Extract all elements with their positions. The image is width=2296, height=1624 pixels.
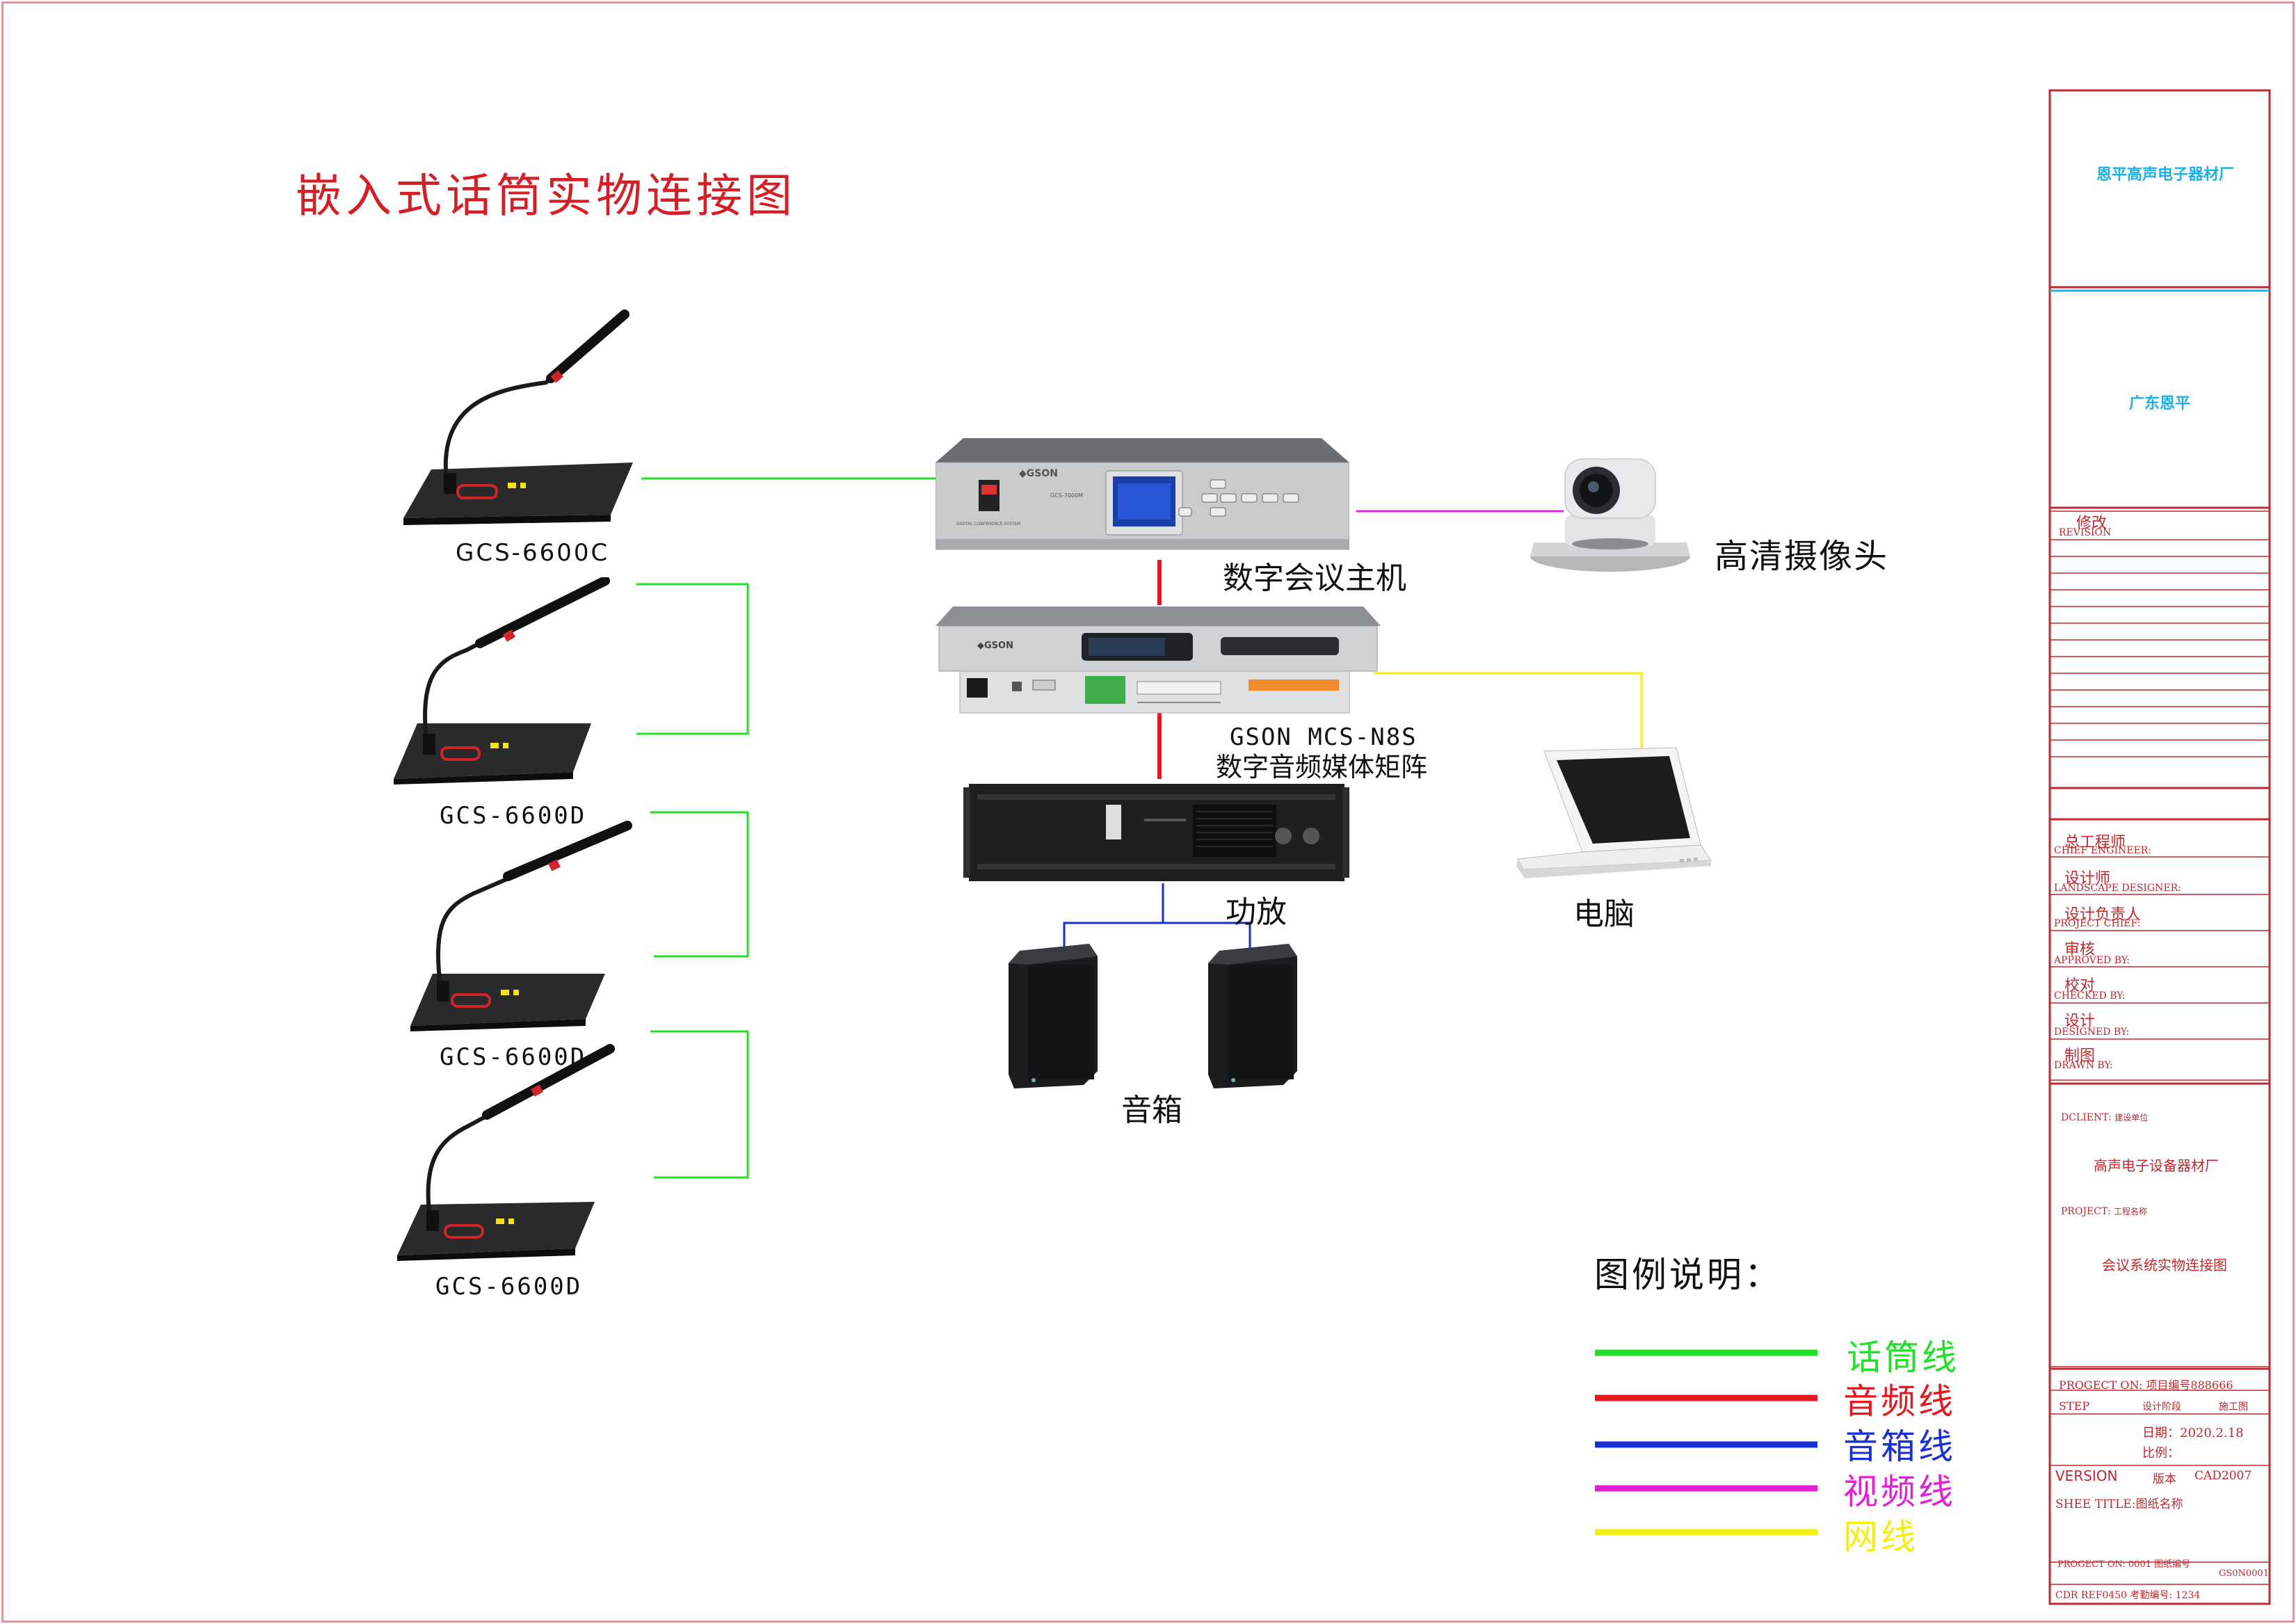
legend-heading: 图例说明：	[1594, 1255, 1782, 1295]
hd-camera	[1530, 458, 1690, 572]
laptop-computer	[1516, 747, 1712, 878]
tb-project-name: 会议系统实物连接图	[2102, 1257, 2227, 1273]
tb-revision-en: REVISION	[2059, 527, 2112, 538]
tb-role-cn: 设计	[2064, 1013, 2096, 1030]
amplifier-label: 功放	[1226, 894, 1287, 930]
tb-sheet-title: SHEE TITLE:图纸名称	[2055, 1497, 2183, 1511]
microphone-image	[397, 1044, 615, 1261]
speaker-lines	[1063, 883, 1251, 954]
mic-line-4	[650, 1030, 749, 1179]
tb-role-en: APPROVED BY:	[2054, 955, 2130, 966]
host-label: 数字会议主机	[1223, 561, 1406, 596]
speaker-line-left	[1063, 883, 1164, 953]
tb-step-design: 设计阶段	[2142, 1401, 2181, 1413]
camera-label: 高清摄像头	[1715, 537, 1889, 576]
tb-drawing-no: PROGECT ON: 0001 图纸编号	[2057, 1559, 2191, 1570]
tb-role-en: PROJECT CHIEF:	[2054, 918, 2141, 929]
computer-label: 电脑	[1573, 897, 1635, 932]
speaker-right	[1208, 944, 1297, 1088]
legend-label-mic: 话筒线	[1847, 1337, 1959, 1378]
microphone-image	[403, 309, 633, 525]
mic-model-label: GCS-6600D	[440, 802, 587, 830]
matrix-label: 数字音频媒体矩阵	[1216, 752, 1428, 782]
tb-client-label: DCLIENT: 建设单位	[2061, 1112, 2149, 1123]
audio-matrix-unit: ◆GSON	[936, 606, 1381, 714]
speakers-label: 音箱	[1121, 1093, 1182, 1128]
mic-line-2	[636, 583, 749, 735]
speaker-line-right	[1163, 922, 1251, 954]
tb-project-label: PROJECT: 工程名称	[2061, 1206, 2148, 1217]
tb-cdr-ref: CDR REF0450 考勤编号: 1234	[2055, 1590, 2201, 1601]
tb-drawing-code: GS0N0001	[2219, 1568, 2270, 1579]
mic-model-label: GCS-6600D	[435, 1273, 583, 1301]
mic-model-label: GCS-6600D	[440, 1043, 587, 1071]
legend-label-speaker: 音箱线	[1843, 1426, 1956, 1467]
tb-role-cn: 校对	[2064, 977, 2096, 995]
tb-scale: 比例：	[2142, 1446, 2180, 1461]
tb-role-en: DRAWN BY:	[2054, 1060, 2113, 1071]
tb-company: 恩平高声电子器材厂	[2096, 166, 2235, 184]
conference-host-unit: ◆GSON GCS-7000M DIGITAL CONFERENCE SYSTE…	[936, 438, 1349, 550]
tb-version-val: CAD2007	[2194, 1469, 2252, 1483]
tb-location: 广东恩平	[2129, 395, 2191, 412]
tb-project-no: PROGECT ON: 项目编号888666	[2059, 1378, 2233, 1392]
svg-text:◆GSON: ◆GSON	[977, 641, 1013, 651]
tb-step: STEP	[2059, 1399, 2090, 1413]
tb-role-cn: 审核	[2064, 941, 2096, 958]
matrix-model-label: GSON MCS-N8S	[1230, 723, 1418, 751]
tb-step-stage: 施工图	[2219, 1401, 2248, 1413]
legend-label-audio: 音频线	[1843, 1381, 1956, 1422]
tb-role-cn: 制图	[2064, 1047, 2096, 1065]
mic-line-3	[650, 811, 749, 958]
tb-role-en: CHIEF ENGINEER:	[2054, 845, 2151, 856]
tb-version-cn: 版本	[2153, 1472, 2176, 1486]
svg-text:GCS-7000M: GCS-7000M	[1050, 492, 1083, 499]
diagram-title: 嵌入式话筒实物连接图	[296, 169, 796, 223]
legend-label-video: 视频线	[1843, 1472, 1956, 1512]
tb-role-en: LANDSCAPE DESIGNER:	[2054, 883, 2181, 894]
tb-role-cn: 设计师	[2064, 870, 2111, 887]
tb-role-en: DESIGNED BY:	[2054, 1027, 2130, 1038]
tb-role-en: CHECKED BY:	[2054, 990, 2126, 1002]
mic-model-label: GCS-6600C	[456, 539, 610, 567]
microphone-image	[394, 577, 610, 785]
tb-date: 日期：2020.2.18	[2142, 1426, 2244, 1440]
tb-role-cn: 设计负责人	[2064, 906, 2142, 924]
legend-lines	[1595, 1349, 1817, 1536]
mic-lines	[636, 477, 942, 1179]
legend-label-network: 网线	[1843, 1517, 1918, 1557]
tb-role-cn: 总工程师	[2064, 834, 2126, 851]
title-block-frame	[2048, 89, 2271, 1605]
network-line	[1374, 672, 1643, 751]
svg-text:DIGITAL CONFERENCE SYSTEM: DIGITAL CONFERENCE SYSTEM	[956, 522, 1020, 526]
tb-revision-cn: 修改	[2076, 515, 2108, 532]
tb-client-name: 高声电子设备器材厂	[2094, 1157, 2219, 1174]
tb-version: VERSION	[2055, 1468, 2118, 1484]
speaker-left	[1009, 944, 1098, 1088]
amplifier-unit	[963, 784, 1349, 881]
microphone-image	[410, 821, 632, 1031]
host-panel-brand: ◆GSON	[1019, 468, 1058, 479]
